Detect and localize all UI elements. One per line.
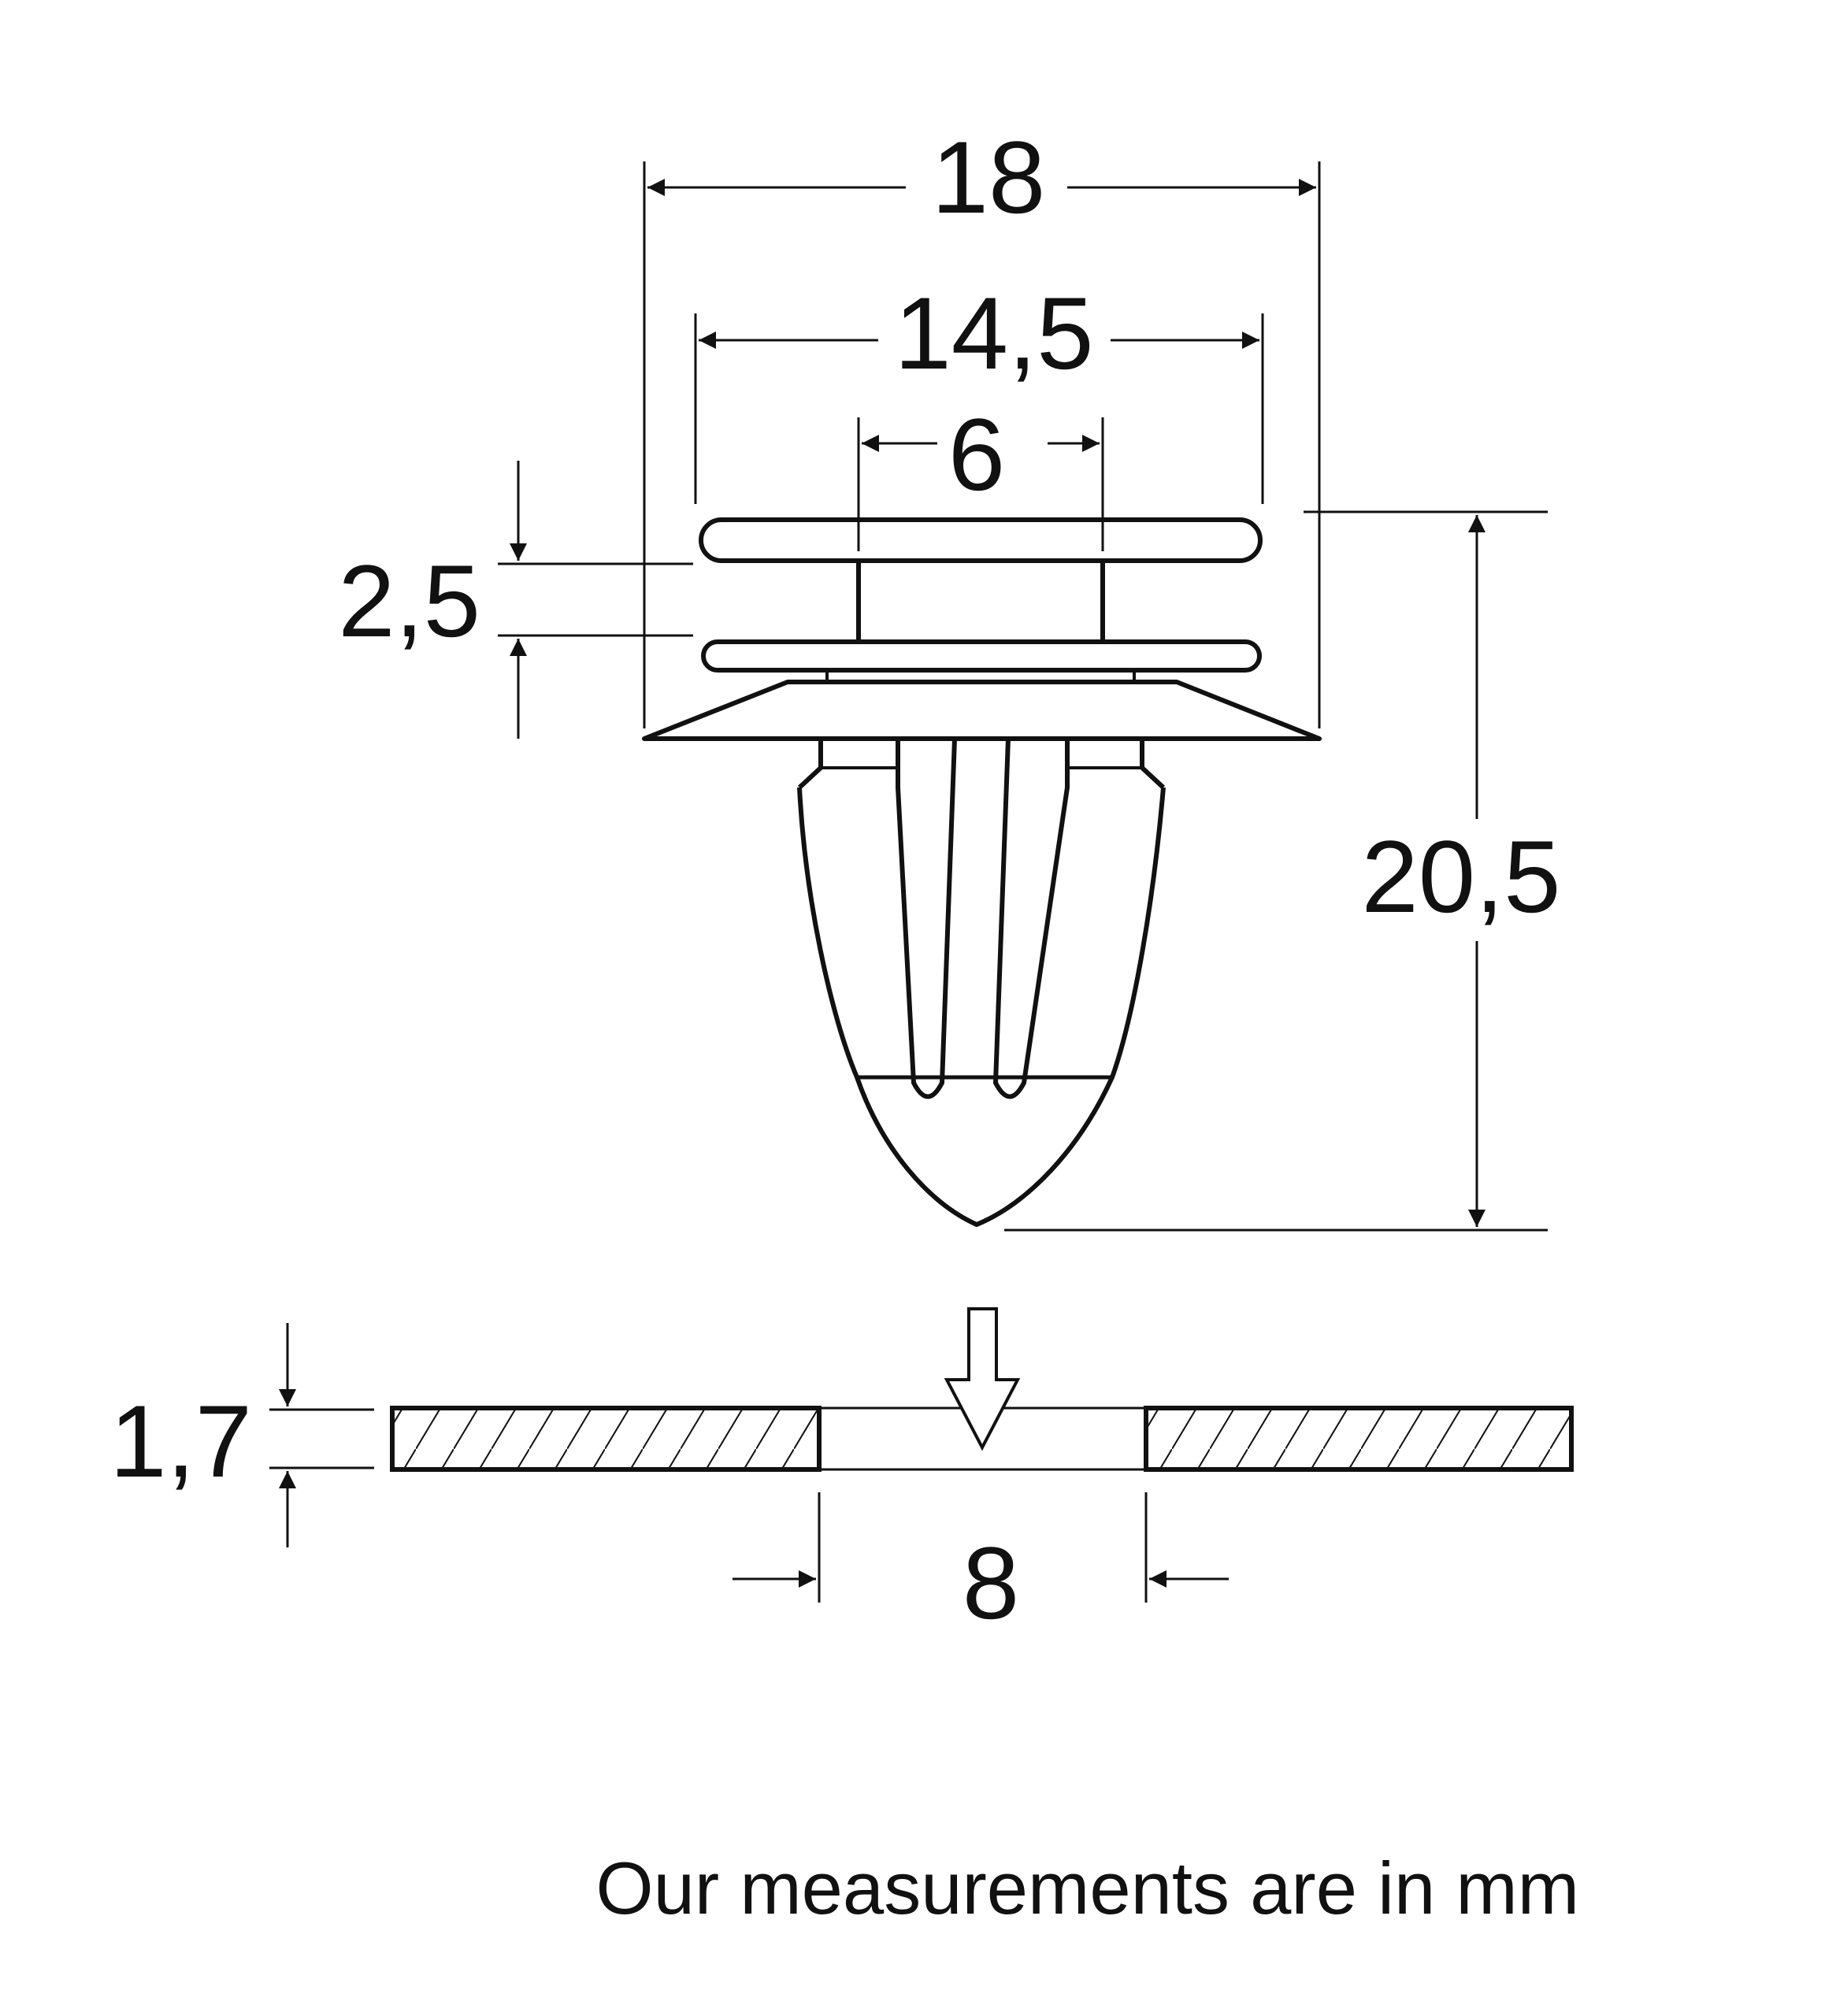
dimension-panel-thickness: 1,7 (109, 1323, 374, 1547)
dimension-stem-width: 6 (857, 397, 1104, 551)
panel-right-hatched (1144, 1406, 1574, 1472)
dimension-flange-gap: 2,5 (338, 461, 693, 739)
lower-flange (701, 639, 1262, 673)
barbed-legs (797, 787, 1166, 1227)
clip-part (642, 517, 1322, 1227)
dimension-overall-width: 18 (643, 120, 1321, 728)
insertion-arrow-icon (944, 1307, 1021, 1451)
dimension-hole-diameter: 8 (733, 1492, 1229, 1640)
top-flange (699, 517, 1263, 563)
dim-label-8: 8 (963, 1525, 1019, 1640)
dim-label-6: 6 (948, 397, 1005, 512)
dim-label-14-5: 14,5 (894, 276, 1093, 391)
dim-label-18: 18 (932, 120, 1046, 235)
umbrella-head (642, 680, 1322, 741)
panel-left-hatched (390, 1406, 822, 1472)
dim-label-20-5: 20,5 (1361, 819, 1560, 934)
dim-label-2-5: 2,5 (338, 543, 480, 658)
units-note: Our measurements are in mm (596, 1847, 1579, 1929)
dimension-total-height: 20,5 (1004, 510, 1561, 1232)
dimension-flange-width: 14,5 (694, 276, 1264, 504)
dim-label-1-7: 1,7 (109, 1384, 252, 1499)
panel-section (390, 1406, 1574, 1472)
